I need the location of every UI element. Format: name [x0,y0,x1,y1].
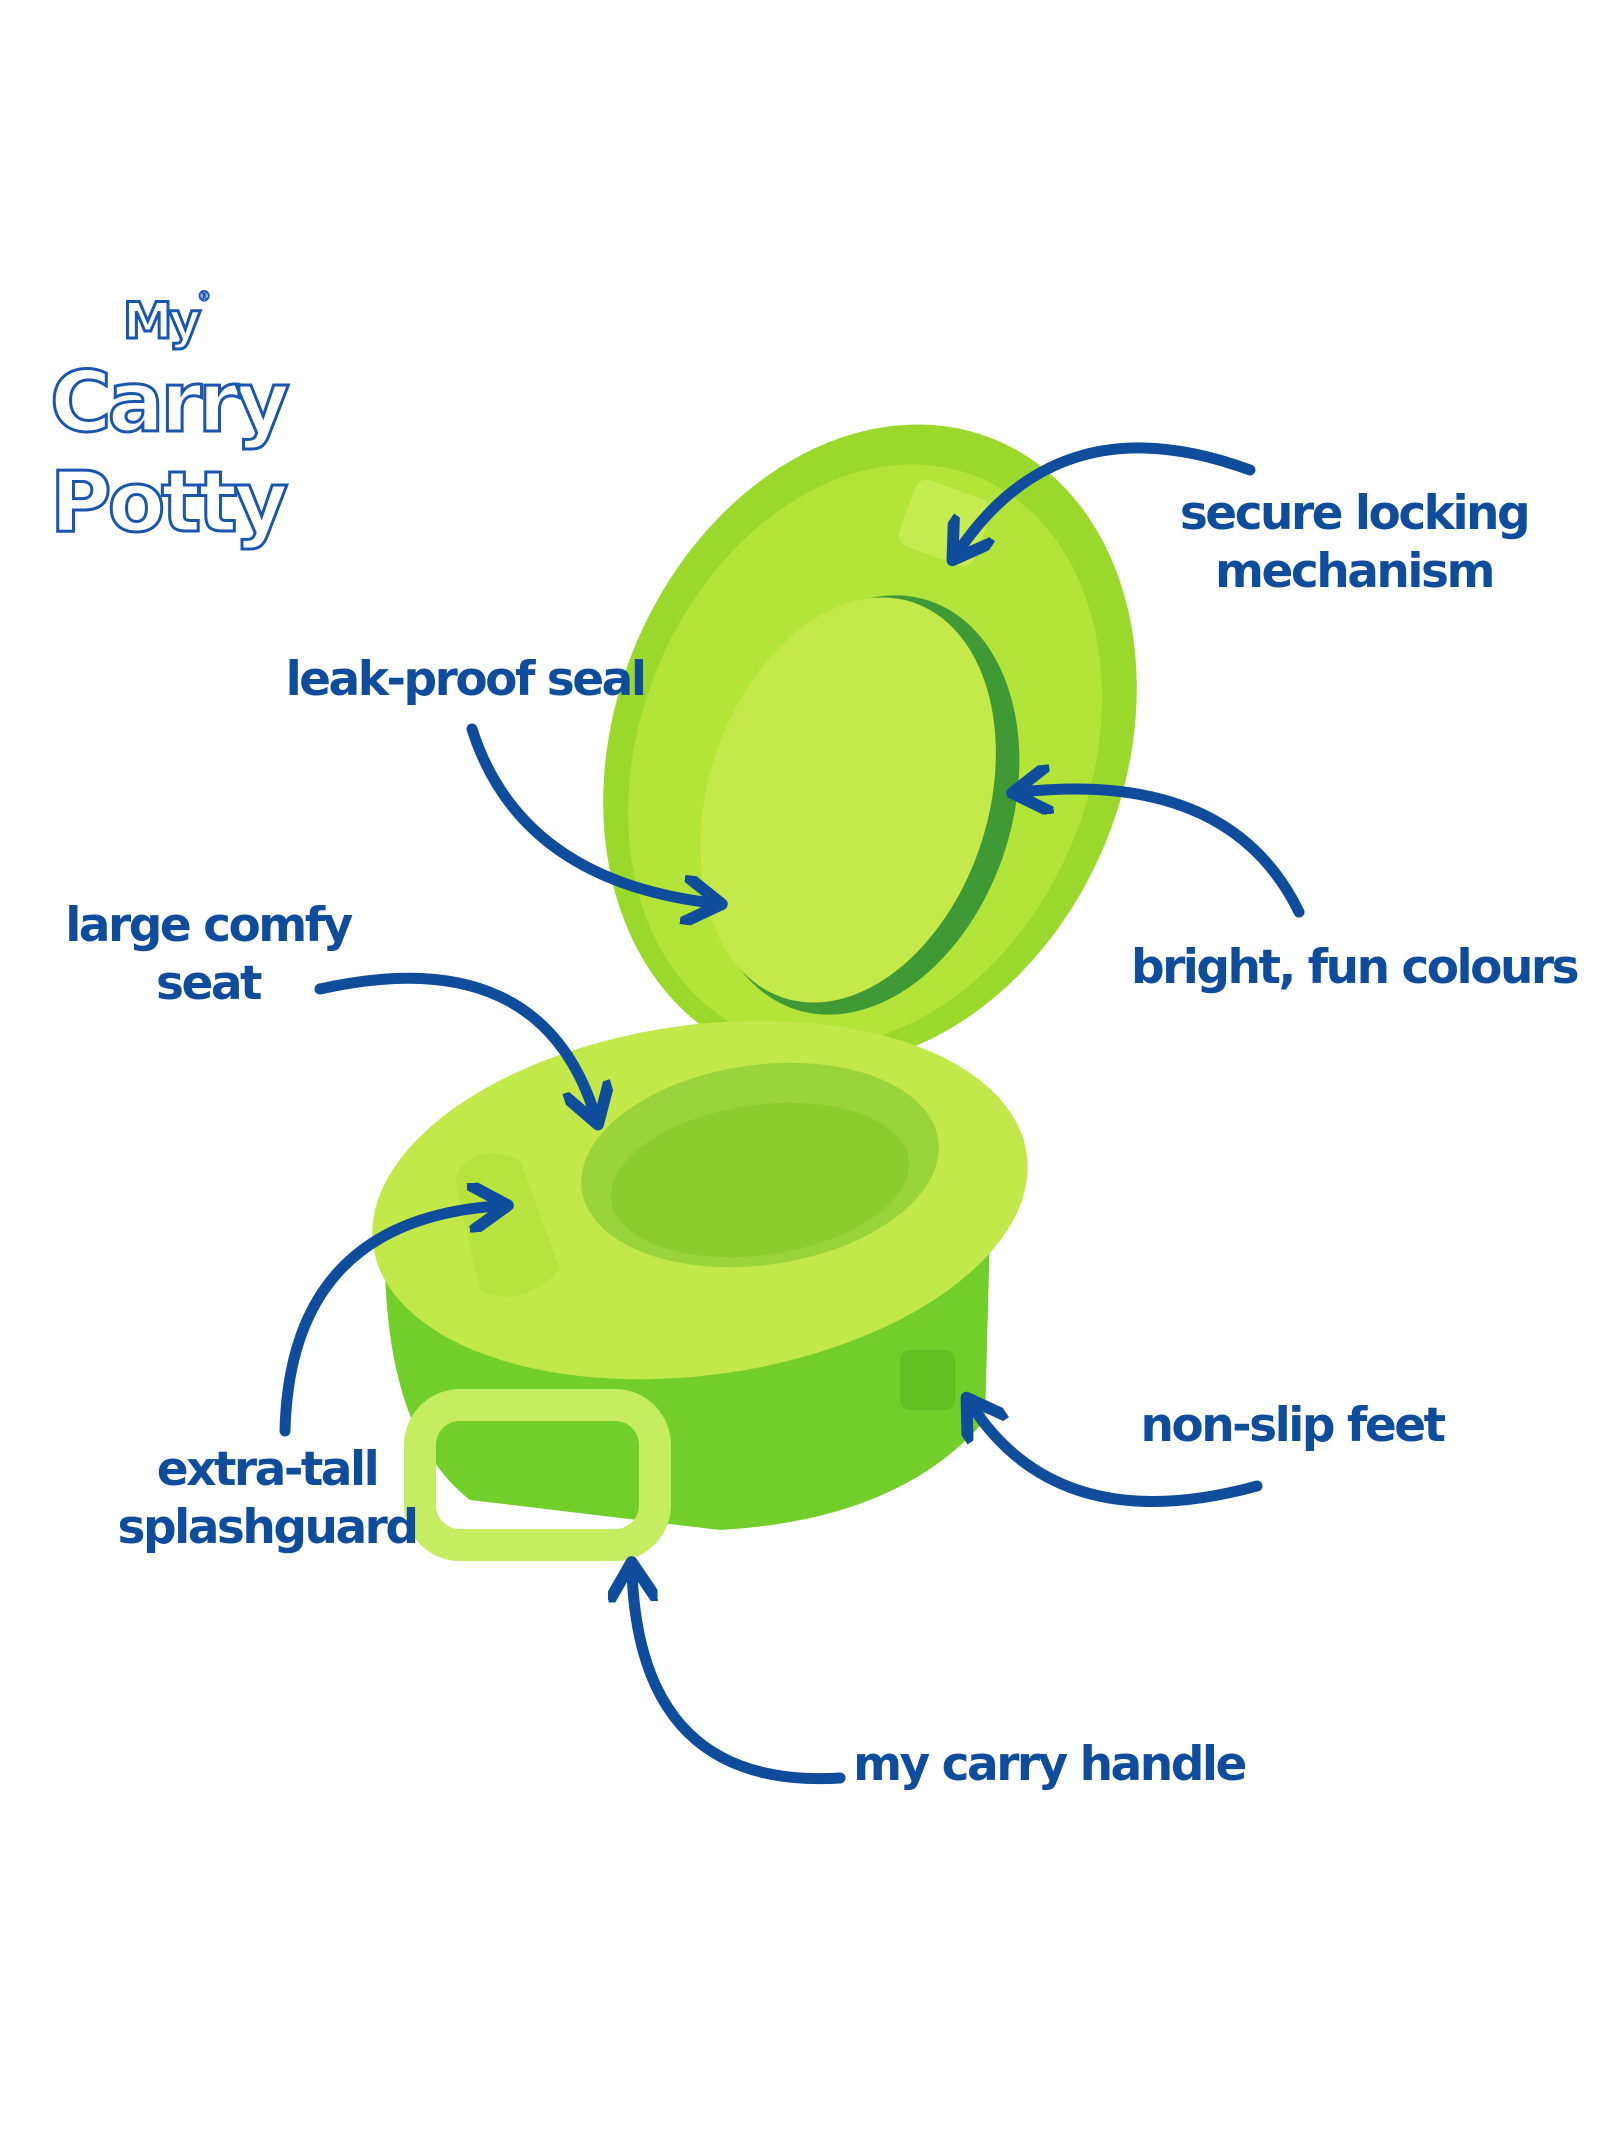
callout-line: seat [155,956,263,1011]
arrow-carry-handle [632,1572,846,1785]
callout-line: large comfy [65,898,353,953]
arrow-leak-proof [466,723,712,903]
potty-base [372,1020,1028,1561]
callout-leak-proof: leak-proof seal [285,652,647,707]
callout-non-slip: non-slip feet [1140,1398,1446,1453]
logo-potty: Potty [49,452,290,553]
arrow-bright-colours [1022,789,1305,918]
logo-carry: Carry [49,352,292,453]
logo-my: My [121,291,202,352]
my-carry-potty-logo: My® Carry Potty [49,289,292,553]
arrow-non-slip [972,1406,1263,1507]
callout-secure-locking: secure locking mechanism [1179,485,1531,601]
registered-mark: ® [197,289,212,305]
potty-lid [603,424,1137,1066]
non-slip-foot [900,1350,955,1410]
callout-line: extra-tall [156,1442,380,1497]
arrow-splashguard [279,1206,498,1437]
callout-line: secure locking [1179,486,1531,541]
callout-carry-handle: my carry handle [853,1737,1247,1792]
callout-splashguard: extra-tall splashguard [117,1441,419,1557]
carry-handle [404,1389,671,1561]
arrow-large-seat [314,972,595,1115]
callout-large-seat: large comfy seat [65,897,353,1013]
callout-line: mechanism [1215,544,1495,599]
callout-bright-colours: bright, fun colours [1130,940,1580,995]
arrow-secure-locking [958,442,1256,552]
callout-line: splashguard [117,1500,419,1555]
